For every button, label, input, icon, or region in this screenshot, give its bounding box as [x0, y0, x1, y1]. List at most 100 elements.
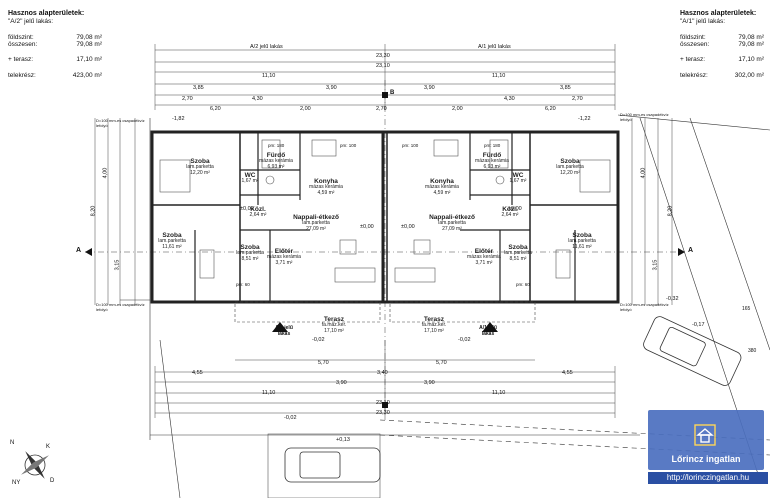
right-panel-title: Hasznos alapterületek: [680, 10, 757, 17]
left-area-panel: Hasznos alapterületek: "A/2" jelű lakás:… [8, 10, 102, 79]
dim-820-right: 8,20 [667, 205, 674, 217]
axis-markers [85, 92, 685, 408]
dim-top-a1: A/1 jelű lakás [478, 44, 511, 50]
dim-570-bottom-left: 5,70 [318, 360, 329, 366]
left-panel-title: Hasznos alapterületek: [8, 10, 85, 17]
level-000-c: ±0,00 [240, 206, 254, 212]
compass-n: N [10, 440, 15, 446]
room-kozl-a1: Közl.2,64 m² [501, 206, 519, 219]
note-drain-c: D=100 mm-es csapadékvíz lefolyó [96, 302, 145, 312]
dim-390-bottom-left: 3,90 [336, 380, 347, 386]
dim-half-left-bottom: 11,10 [262, 390, 276, 396]
brand-url[interactable]: http://lorinczingatlan.hu [648, 472, 768, 484]
dimension-lines-top [154, 44, 616, 110]
dim-total-top: 23,30 [376, 53, 390, 59]
level-000-d: ±0,00 [508, 206, 522, 212]
note-pm180-right: pm: 180 [484, 143, 501, 148]
compass-rose-icon: N K D NY [10, 440, 60, 490]
level-p013: +0,13 [336, 437, 350, 443]
entry-arrows [272, 322, 498, 332]
note-drain-a: D=100 mm-es csapadékvíz lefolyó [96, 118, 145, 128]
dim-385-top-right: 3,85 [560, 85, 571, 91]
dim-270-top-mid: 2,70 [376, 106, 387, 112]
dim-620-top-left: 6,20 [210, 106, 221, 112]
dim-390-top-right: 3,90 [424, 85, 435, 91]
level-000-b: ±0,00 [401, 224, 415, 230]
axis-a-right: A [688, 247, 694, 254]
dim-top-a2: A/2 jelű lakás [250, 44, 283, 50]
car-right [643, 316, 742, 386]
dim-340-bottom: 3,40 [377, 370, 388, 376]
left-row-terrace: + terasz:17,10 m² [8, 56, 102, 64]
note-pm100-left: pm: 100 [340, 143, 357, 148]
right-row-terrace: + terasz:17,10 m² [680, 56, 764, 64]
right-row-floor: földszint:79,08 m² [680, 33, 764, 41]
dim-400-right: 4,00 [640, 167, 647, 179]
left-row-floor: földszint:79,08 m² [8, 33, 102, 41]
dim-270-top-right: 2,70 [572, 96, 583, 102]
note-drain-b: D=100 mm-es csapadékvíz lefolyó [620, 112, 669, 122]
compass-s: D [50, 478, 55, 484]
level-000-a: ±0,00 [360, 224, 374, 230]
dim-200-top-2: 2,00 [452, 106, 463, 112]
level-m017: -0,17 [692, 322, 705, 328]
note-pm60-right: pm: 60 [516, 282, 530, 287]
dim-455-bottom-right: 4,55 [562, 370, 573, 376]
dimension-lines-side [94, 118, 673, 305]
brand-logo: Lőrincz ingatlan [648, 410, 764, 470]
level-m122: -1,22 [578, 116, 591, 122]
dim-820-left: 8,20 [90, 205, 97, 217]
level-m002-right: -0,02 [458, 337, 471, 343]
entry-label-a1: A/1 jelű lakás [479, 325, 497, 337]
dim-200-top-1: 2,00 [300, 106, 311, 112]
entry-label-a2: A/2 jelű lakás [275, 325, 293, 337]
right-row-total: összesen:79,08 m² [680, 40, 764, 48]
dim-half-left-top: 11,10 [262, 73, 276, 79]
dim-315-right: 3,15 [652, 259, 659, 271]
axis-a-left: A [76, 247, 82, 254]
furniture [159, 139, 611, 283]
car-bottom [284, 447, 381, 483]
note-pm60-left: pm: 60 [236, 282, 250, 287]
level-m002-left: -0,02 [312, 337, 325, 343]
dim-315-left: 3,15 [114, 259, 121, 271]
level-m002-bottom: -0,02 [284, 415, 297, 421]
compass-w: NY [12, 480, 21, 486]
dim-270-top-left: 2,70 [182, 96, 193, 102]
room-kozl-a2: Közl.2,64 m² [249, 206, 267, 219]
dim-430-top-right: 4,30 [504, 96, 515, 102]
right-area-panel: Hasznos alapterületek: "A/1" jelű lakás:… [680, 10, 764, 79]
dim-390-top-left: 3,90 [326, 85, 337, 91]
level-m182: -1,82 [172, 116, 185, 122]
note-380: 380 [748, 348, 757, 354]
brand-name: Lőrincz ingatlan [671, 454, 741, 464]
dim-inner-total-top: 23,10 [376, 63, 390, 69]
level-m032: -0,32 [666, 296, 679, 302]
right-row-plot: telekrész:302,00 m² [680, 71, 764, 79]
dim-400-left: 4,00 [102, 167, 109, 179]
note-drain-d: D=100 mm-es csapadékvíz lefolyó [620, 302, 669, 312]
dim-430-top-left: 4,30 [252, 96, 263, 102]
note-pm180-left: pm: 180 [268, 143, 285, 148]
left-row-total: összesen:79,08 m² [8, 40, 102, 48]
house-icon [694, 424, 716, 446]
terraces [234, 301, 536, 323]
